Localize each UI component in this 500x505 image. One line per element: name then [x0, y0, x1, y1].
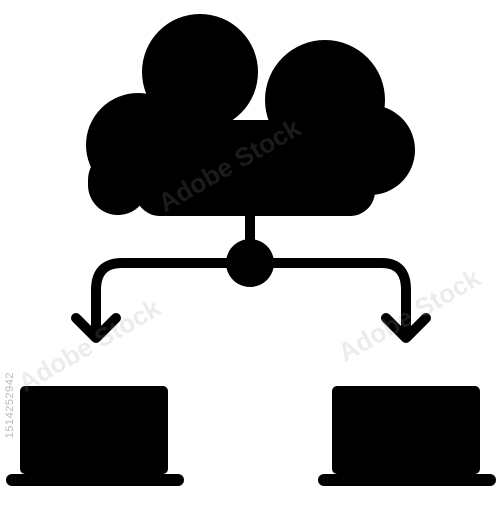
cloud-icon	[86, 14, 415, 216]
laptop-left	[6, 386, 184, 486]
arrow-down-left-icon	[71, 313, 121, 343]
laptop-base	[318, 474, 496, 486]
laptop-base	[6, 474, 184, 486]
laptop-screen	[332, 386, 480, 474]
network-hub-icon	[226, 239, 274, 287]
laptop-right	[318, 386, 496, 486]
connector-lines	[91, 207, 411, 331]
laptop-screen	[20, 386, 168, 474]
stock-id-label: 1514252942	[4, 372, 16, 439]
arrow-down-right-icon	[381, 313, 431, 343]
